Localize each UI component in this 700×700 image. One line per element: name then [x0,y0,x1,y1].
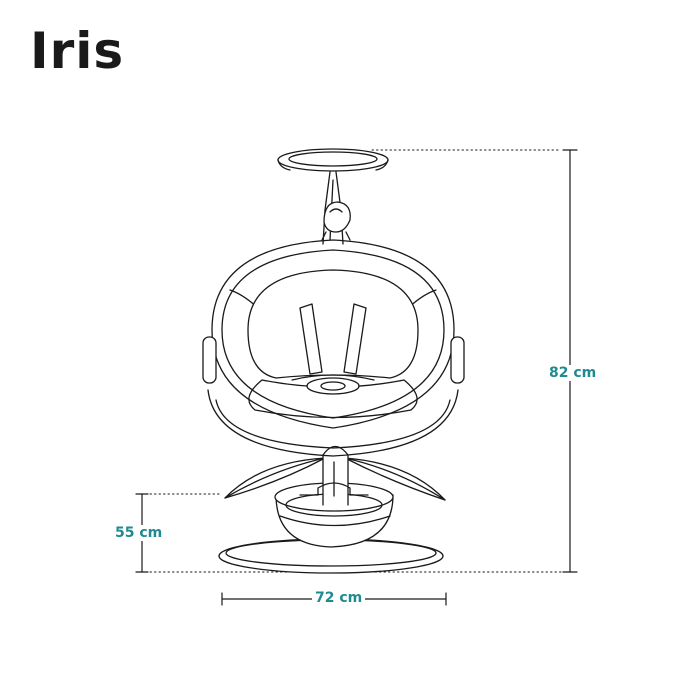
mobile-ring [277,148,389,172]
seat-height-label: 55 cm [112,525,166,541]
product-title: Iris [30,22,125,80]
mobile-arm [321,171,351,245]
height-dimension-line [371,149,578,573]
seat-insert [247,269,419,419]
width-label: 72 cm [312,590,366,606]
height-label: 82 cm [546,365,600,381]
